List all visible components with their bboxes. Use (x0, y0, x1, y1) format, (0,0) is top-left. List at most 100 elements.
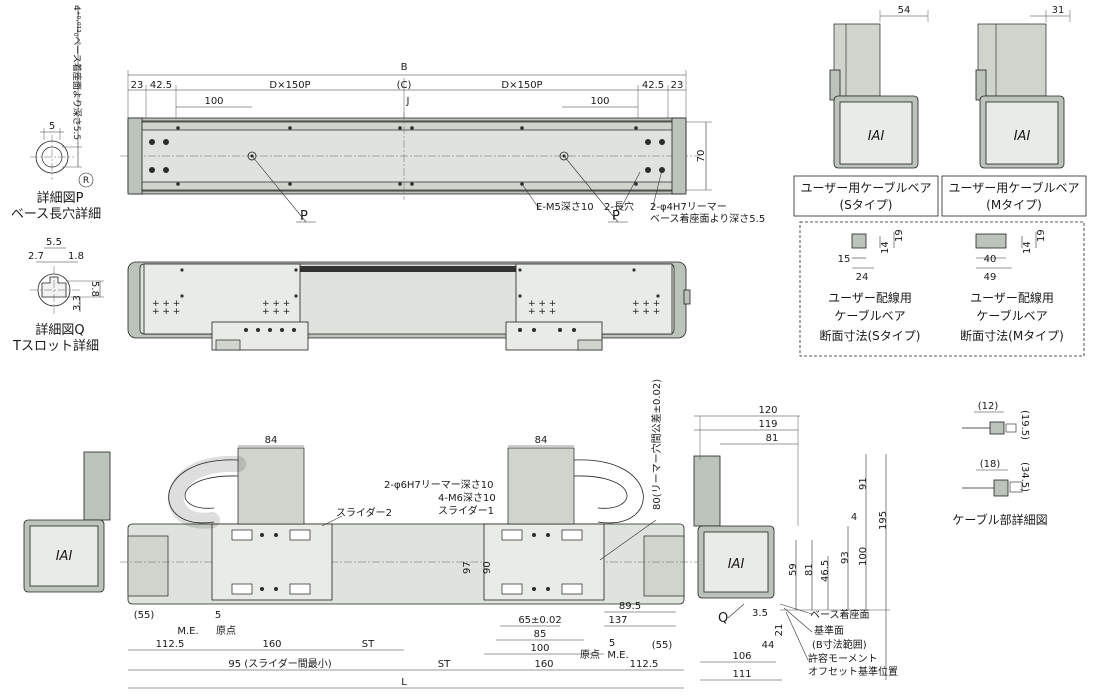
detail-p: 5 4⁺⁰·⁰¹²₀ベース着座面より深さ5.5 R 詳細図P ベース長穴詳細 (11, 5, 101, 222)
dim-80-reamer: 80(リーマー穴間公差±0.02) (650, 379, 663, 510)
elevation-view: + + ++ + + + + ++ + + + + ++ + + + + ++ … (127, 261, 691, 351)
dim-93: 93 (840, 551, 851, 564)
detail-q-5-8: 5.8 (89, 281, 100, 297)
dim-81-top: 81 (766, 433, 779, 444)
section-s-h19: 19 (894, 229, 905, 242)
svg-text:+ + +: + + + (262, 299, 290, 309)
cable-s-dim: 54 (898, 5, 911, 16)
detail-p-5: 5 (49, 121, 55, 132)
dim-70: 70 (696, 150, 707, 163)
section-dimensions-box: 15 24 14 19 ユーザー配線用 ケーブルベア 断面寸法(Sタイプ) 40… (799, 221, 1085, 357)
top-view: B 23 42.5 D×150P (C) D×150P 42.5 23 100 … (120, 62, 765, 225)
ref-label: 基準面 (814, 624, 844, 637)
p-label-right: P (612, 209, 620, 224)
m6-note: 4-M6深さ10 (438, 492, 496, 504)
slider2-label: スライダー2 (336, 506, 392, 519)
detail-q-5-5: 5.5 (46, 237, 62, 248)
dim-c: (C) (397, 80, 412, 91)
dim-84-left: 84 (265, 435, 278, 446)
section-s-w15: 15 (838, 254, 851, 265)
detail-q-1-8: 1.8 (68, 251, 84, 262)
dim-81-side: 81 (804, 563, 815, 576)
detail-p-r: R (83, 176, 89, 186)
iai-logo-front: IAI (56, 549, 73, 564)
phi6-note: 2-φ6H7リーマー深さ10 (384, 479, 494, 491)
dim-100-front: 100 (530, 643, 549, 654)
cable-s-type: (Sタイプ) (840, 198, 893, 212)
dim-119: 119 (758, 419, 777, 430)
dim-137: 137 (608, 615, 627, 626)
svg-text:+ + +: + + + (632, 307, 660, 317)
detail-p-depth: 4⁺⁰·⁰¹²₀ベース着座面より深さ5.5 (71, 5, 83, 140)
cable-detail-19-5: (19.5) (1019, 410, 1030, 440)
cable-m-label: ユーザー用ケーブルベア (948, 180, 1079, 195)
section-s-w24: 24 (856, 272, 869, 283)
detail-q-title: 詳細図Q (35, 322, 84, 338)
dim-55-left: (55) (134, 610, 155, 621)
dim-44: 44 (762, 640, 775, 651)
detail-q-subtitle: Tスロット詳細 (12, 338, 99, 354)
svg-text:+ + +: + + + (528, 307, 556, 317)
dim-195: 195 (878, 511, 889, 530)
dim-42-5-left: 42.5 (150, 80, 172, 91)
detail-p-subtitle: ベース長穴詳細 (11, 206, 101, 222)
cable-detail-18: (18) (980, 459, 1001, 470)
dim-dxp-right: D×150P (501, 80, 542, 91)
dim-97: 97 (462, 561, 473, 574)
brange-label: (B寸法範囲) (812, 638, 867, 651)
dim-st-left: ST (362, 639, 375, 650)
section-m-h19: 19 (1036, 229, 1047, 242)
dim-65: 65±0.02 (518, 615, 561, 626)
dim-5-right: 5 (609, 638, 615, 649)
moment-offset-label: オフセット基準位置 (808, 665, 898, 678)
slot-note: 2-長穴 (604, 200, 634, 213)
section-m-h14: 14 (1022, 241, 1033, 254)
detail-q-3-3: 3.3 (72, 295, 83, 311)
cable-m-dim: 31 (1052, 5, 1065, 16)
slider1-label: スライダー1 (438, 504, 494, 517)
dim-59: 59 (788, 563, 799, 576)
dim-23-left: 23 (131, 80, 144, 91)
cable-m-type: (Mタイプ) (986, 198, 1042, 212)
dim-100-side: 100 (858, 547, 869, 566)
me-right: M.E. (607, 650, 628, 661)
me-left: M.E. (177, 626, 198, 637)
section-m-label3: 断面寸法(Mタイプ) (960, 328, 1064, 343)
dim-95-min: 95 (スライダー間最小) (228, 657, 331, 670)
dim-st-right: ST (438, 659, 451, 670)
dim-21: 21 (774, 624, 785, 637)
front-view: IAI IAI 84 (23, 379, 775, 689)
svg-text:+ + +: + + + (152, 299, 180, 309)
cable-s-label: ユーザー用ケーブルベア (800, 180, 931, 195)
em5-note: E-M5深さ10 (536, 201, 594, 213)
dim-111: 111 (732, 669, 751, 680)
dim-46-5: 46.5 (820, 560, 831, 582)
dim-112-5-right: 112.5 (630, 659, 659, 670)
section-m-w40: 40 (984, 254, 997, 265)
dim-85: 85 (534, 629, 547, 640)
p-label-left: P (300, 209, 308, 224)
side-view: 120 119 81 195 91 4 100 93 59 81 46.5 3.… (694, 405, 898, 681)
cable-detail: (12) (19.5) (18) (34.5) ケーブル部詳細図 (952, 401, 1047, 527)
cable-bear-m: 31 IAI ユーザー用ケーブルベア (Mタイプ) (941, 5, 1087, 217)
dim-84-right: 84 (535, 435, 548, 446)
cable-detail-34-5: (34.5) (1019, 462, 1030, 492)
section-s-label3: 断面寸法(Sタイプ) (820, 328, 921, 343)
detail-q: 5.5 2.7 1.8 5.8 3.3 詳細図Q Tスロット詳細 (12, 237, 104, 354)
dim-5-left: 5 (215, 610, 221, 621)
depth-note: ベース着座面より深さ5.5 (650, 212, 765, 225)
dim-160-right: 160 (534, 659, 553, 670)
section-m-label2: ケーブルベア (976, 308, 1047, 323)
dim-89-5: 89.5 (619, 601, 641, 612)
q-label: Q (718, 611, 728, 626)
svg-text:+ + +: + + + (152, 307, 180, 317)
detail-p-title: 詳細図P (37, 190, 84, 206)
cable-detail-12: (12) (978, 401, 999, 412)
dim-160-left: 160 (262, 639, 281, 650)
moment-label: 許容モーメント (808, 652, 878, 665)
dim-42-5-right: 42.5 (642, 80, 664, 91)
origin-left: 原点 (216, 625, 236, 637)
dim-55-right: (55) (652, 640, 673, 651)
section-s-h14: 14 (880, 241, 891, 254)
